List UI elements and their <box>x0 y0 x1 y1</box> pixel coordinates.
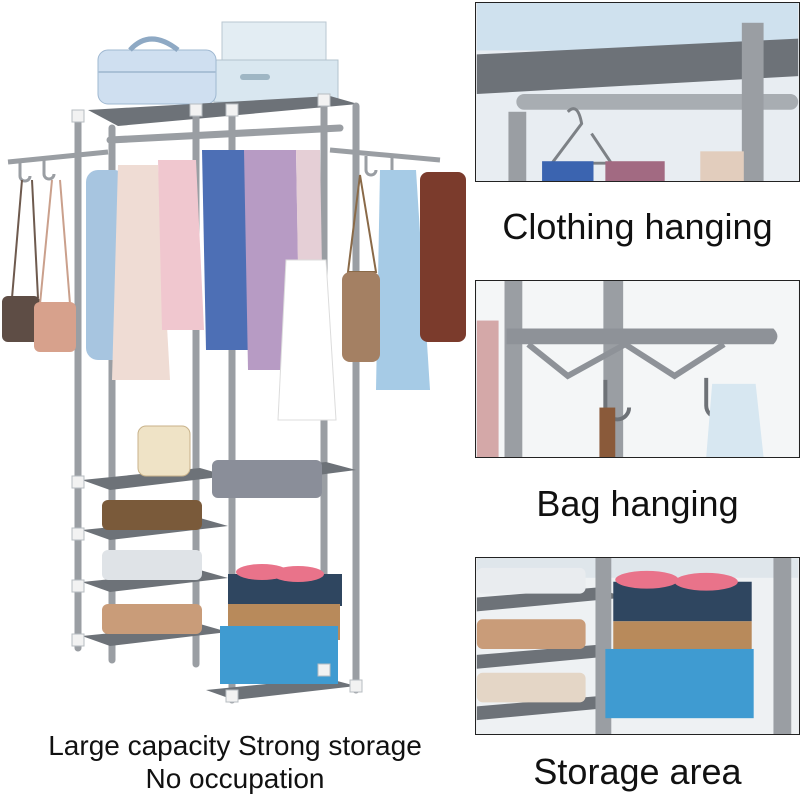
shoes <box>102 425 322 634</box>
top-storage-boxes <box>213 21 339 103</box>
clothes-rack-illustration <box>2 21 466 704</box>
feature-text-line-1: Large capacity Strong storage <box>48 730 422 761</box>
caption-storage-area: Storage area <box>533 751 742 792</box>
rail-detail <box>476 3 799 181</box>
clothing-hanging-detail-photo <box>475 2 800 182</box>
storage-detail <box>476 558 799 734</box>
caption-bag-hanging: Bag hanging <box>536 483 739 524</box>
top-shelf <box>88 96 358 126</box>
side-hook-rails <box>7 147 441 165</box>
caption-clothing-hanging: Clothing hanging <box>502 206 773 247</box>
feature-text-line-2: No occupation <box>145 763 325 794</box>
connectors <box>71 93 363 703</box>
bag-hanging-detail-photo <box>475 280 800 458</box>
travel-bag <box>97 36 217 105</box>
hanging-clothes <box>86 150 466 421</box>
storage-area-detail-photo <box>475 557 800 735</box>
hook-detail <box>476 281 799 457</box>
handbags <box>2 174 380 362</box>
